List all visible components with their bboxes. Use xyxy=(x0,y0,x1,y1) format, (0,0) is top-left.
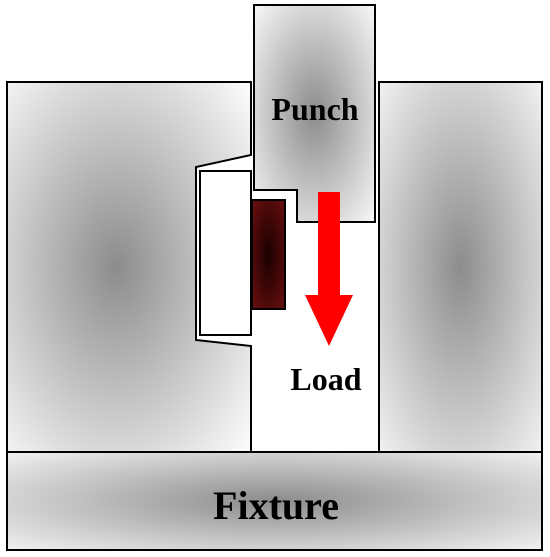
right-die-block xyxy=(378,81,543,453)
specimen xyxy=(251,199,286,310)
fixture-label: Fixture xyxy=(213,483,339,528)
arrow-down-icon xyxy=(305,192,353,346)
punch-tool xyxy=(253,4,376,223)
fixture-base xyxy=(6,451,543,551)
support-plate xyxy=(199,170,252,336)
punch-label: Punch xyxy=(271,91,358,127)
load-label: Load xyxy=(290,361,361,397)
